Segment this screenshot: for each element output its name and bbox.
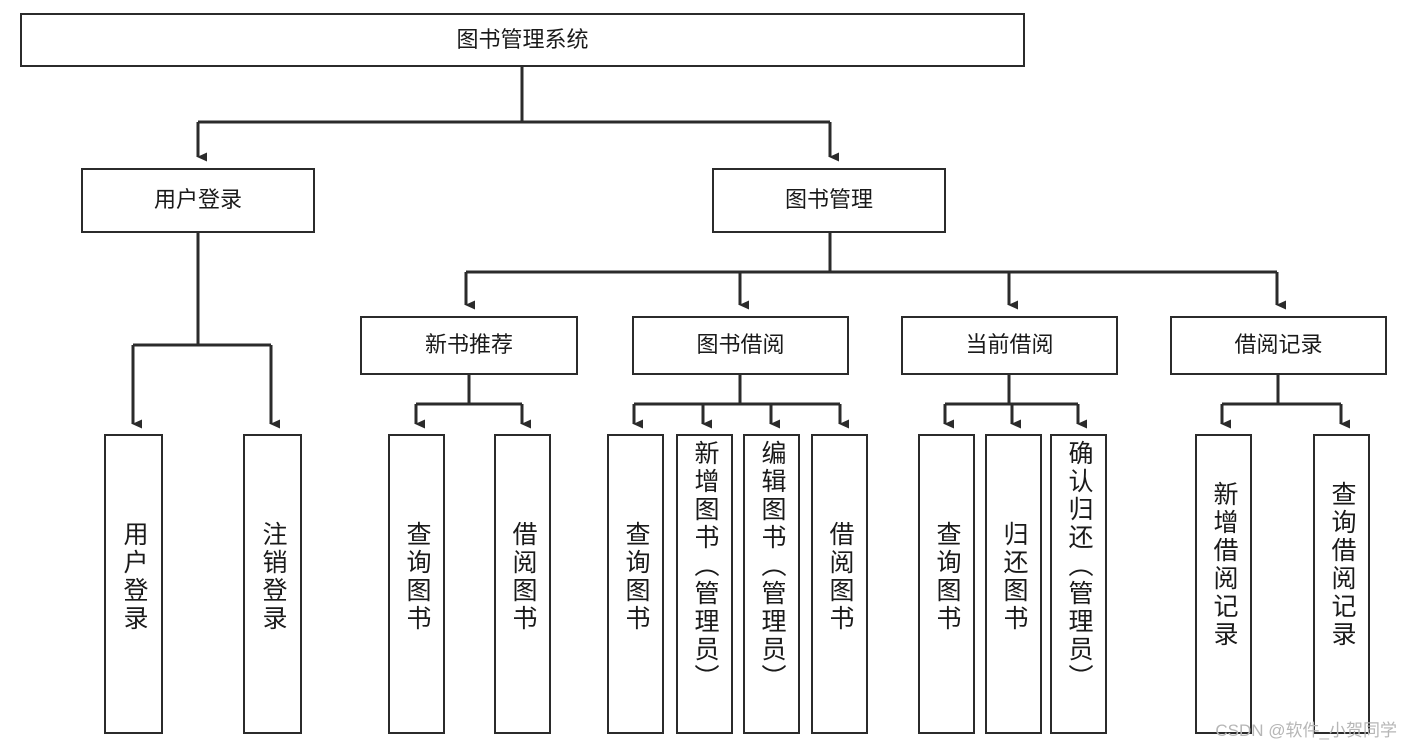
leaf-edit-book-admin[interactable]: 编辑图书（管理员） [743,434,800,734]
leaf-query-book-current[interactable]: 查询图书 [918,434,975,734]
leaf-return-book[interactable]: 归还图书 [985,434,1042,734]
node-label: 注销登录 [259,521,287,633]
node-label: 用户登录 [120,521,148,633]
leaf-query-borrow-record[interactable]: 查询借阅记录 [1313,434,1370,734]
node-label: 新书推荐 [424,332,513,358]
node-label: 查询图书 [622,521,650,633]
node-label: 图书管理 [784,187,873,213]
leaf-query-book-borrowing[interactable]: 查询图书 [607,434,664,734]
node-label: 确认归还（管理员） [1065,440,1093,692]
node-label: 借阅图书 [826,521,854,633]
node-root-system[interactable]: 图书管理系统 [20,13,1025,67]
leaf-add-borrow-record[interactable]: 新增借阅记录 [1195,434,1252,734]
node-label: 图书管理系统 [456,26,589,52]
node-borrow-records[interactable]: 借阅记录 [1170,316,1387,375]
node-label: 查询图书 [933,521,961,633]
csdn-watermark: CSDN @软件_小贺同学 [1215,721,1397,740]
node-label: 新增借阅记录 [1210,481,1238,649]
node-label: 归还图书 [1000,521,1028,633]
node-new-book-recommendation[interactable]: 新书推荐 [360,316,578,375]
node-label: 新增图书（管理员） [691,440,719,692]
node-book-management[interactable]: 图书管理 [712,168,946,233]
node-label: 借阅图书 [509,521,537,633]
node-current-borrowing[interactable]: 当前借阅 [901,316,1118,375]
leaf-logout[interactable]: 注销登录 [243,434,302,734]
node-label: 当前借阅 [965,332,1054,358]
leaf-borrow-book-recommendation[interactable]: 借阅图书 [494,434,551,734]
node-label: 编辑图书（管理员） [758,440,786,692]
node-label: 借阅记录 [1234,332,1323,358]
leaf-add-book-admin[interactable]: 新增图书（管理员） [676,434,733,734]
leaf-borrow-book-borrowing[interactable]: 借阅图书 [811,434,868,734]
node-label: 查询借阅记录 [1328,481,1356,649]
node-label: 查询图书 [403,521,431,633]
node-label: 图书借阅 [696,332,785,358]
node-user-login[interactable]: 用户登录 [81,168,315,233]
node-book-borrowing[interactable]: 图书借阅 [632,316,849,375]
leaf-confirm-return-admin[interactable]: 确认归还（管理员） [1050,434,1107,734]
leaf-user-login[interactable]: 用户登录 [104,434,163,734]
leaf-query-book-recommendation[interactable]: 查询图书 [388,434,445,734]
node-label: 用户登录 [153,187,242,213]
